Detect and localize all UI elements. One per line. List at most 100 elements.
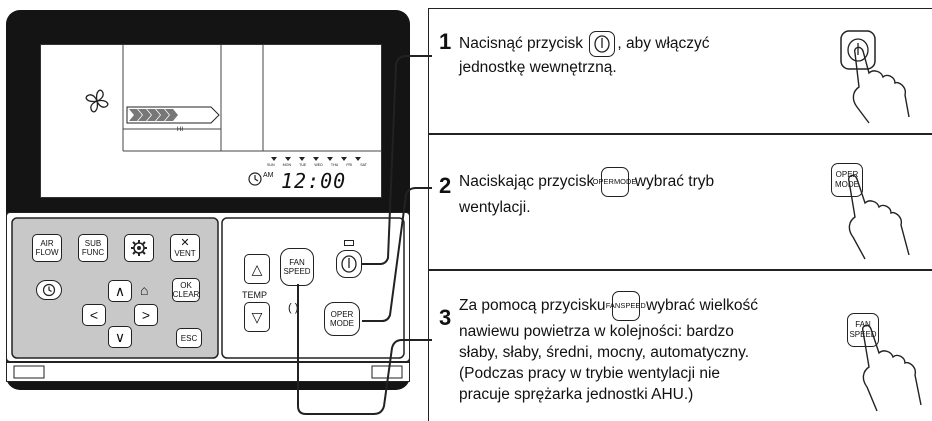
weekday-wed: WED: [314, 163, 323, 167]
clock-icon: [248, 172, 262, 186]
chevron-left-icon: <: [89, 306, 99, 323]
step-2-text: Naciskając przycisk OPER MODE wybrać try…: [459, 167, 819, 218]
lcd-display: HI SUN MON TUE WED THU FRI SAT AM 12:00: [40, 44, 382, 198]
step-1-text-before: Nacisnąć przycisk: [459, 35, 584, 53]
esc-button[interactable]: ESC: [176, 328, 202, 348]
ok-label: OK: [180, 281, 192, 290]
step-1-text: Nacisnąć przycisk , aby włączyć jednostk…: [459, 31, 819, 78]
fan-speed-label-2: SPEED: [283, 267, 311, 276]
step-3-text-before: Za pomocą przycisku: [459, 297, 606, 315]
step-3-line-1: nawiewu powietrza w kolejności: bardzo: [459, 323, 734, 340]
triangle-up-icon: △: [251, 260, 263, 277]
gear-icon: [131, 240, 147, 256]
weekday-markers-icon: [271, 157, 361, 161]
vent-button[interactable]: ✕ VENT: [170, 234, 200, 262]
callout-line-step-1: [362, 55, 432, 265]
chevron-down-icon: ∨: [114, 328, 126, 345]
power-icon: [341, 255, 357, 273]
chevron-up-icon: ∧: [114, 282, 126, 299]
vent-label: VENT: [174, 249, 196, 258]
step-3: 3 Za pomocą przycisku FAN SPEED wybrać w…: [428, 270, 932, 421]
oper-mode-button[interactable]: OPER MODE: [324, 302, 360, 336]
callout-line-step-3: [297, 284, 432, 415]
am-indicator: AM: [263, 172, 274, 179]
hand-pressing-power-icon: [840, 30, 910, 124]
fan-speed-button[interactable]: FAN SPEED: [280, 248, 314, 286]
weekday-fri: FRI: [346, 163, 353, 167]
step-2-text-before: Naciskając przycisk: [459, 173, 595, 191]
weekday-thu: THU: [330, 163, 339, 167]
step-2-hand-button-label-2: MODE: [835, 180, 859, 189]
step-1-text-line2: jednostkę wewnętrzną.: [459, 59, 617, 76]
step-2-oper-mode-button-icon: OPER MODE: [593, 167, 636, 197]
lcd-clock: 12:00: [281, 169, 347, 193]
step-1-text-after: , aby włączyć: [617, 35, 710, 53]
step-2-button-label-2: MODE: [613, 177, 637, 186]
lcd-graphics: [85, 45, 381, 186]
step-1-number: 1: [439, 29, 452, 54]
step-1: 1 Nacisnąć przycisk , aby włączyć jednos…: [428, 8, 932, 134]
oper-mode-label-2: MODE: [330, 319, 354, 328]
hand-pressing-oper-mode-icon: [847, 174, 910, 260]
fan-icon: [85, 89, 109, 113]
down-button[interactable]: ∨: [108, 326, 132, 348]
fan-speed-bar-icon: [126, 106, 220, 124]
step-3-line-4: pracuje sprężarka jednostki AHU.): [459, 386, 694, 403]
settings-button[interactable]: [124, 234, 154, 262]
power-button[interactable]: [336, 250, 362, 278]
step-1-power-button-icon: [589, 31, 616, 57]
step-3-button-label-2: SPEED: [620, 301, 646, 310]
step-2: 2 Naciskając przycisk OPER MODE wybrać t…: [428, 134, 932, 270]
callout-lines: [297, 55, 432, 415]
instruction-steps: 1 Nacisnąć przycisk , aby włączyć jednos…: [428, 0, 932, 421]
clear-label: CLEAR: [172, 290, 200, 299]
timer-button[interactable]: [36, 280, 62, 300]
hand-pressing-fan-speed-icon: [861, 324, 922, 412]
weekday-mon: MON: [282, 163, 292, 167]
weekday-tue: TUE: [299, 163, 307, 167]
fan-speed-label: HI: [177, 127, 183, 133]
air-flow-label-2: FLOW: [35, 248, 59, 257]
power-icon: [594, 35, 610, 53]
oper-mode-label-1: OPER: [330, 310, 354, 319]
sub-func-button[interactable]: SUB FUNC: [78, 234, 108, 262]
step-3-number: 3: [439, 305, 452, 330]
sub-func-label-1: SUB: [84, 239, 102, 248]
chevron-right-icon: >: [141, 306, 151, 323]
temp-down-button[interactable]: ▽: [244, 302, 270, 332]
temp-label: TEMP: [242, 290, 268, 300]
step-3-button-label-1: FAN: [605, 301, 621, 310]
step-2-text-after: wybrać tryb: [634, 173, 715, 191]
step-3-line-3: (Podczas pracy w trybie wentylacji nie: [459, 365, 721, 382]
weekday-labels: SUN MON TUE WED THU FRI SAT: [267, 163, 367, 167]
temp-up-button[interactable]: △: [244, 254, 270, 284]
wired-remote-controller: HI SUN MON TUE WED THU FRI SAT AM 12:00 …: [0, 0, 432, 421]
right-button[interactable]: >: [134, 304, 158, 326]
fan-speed-label-1: FAN: [289, 258, 305, 267]
controller-lower-panel: AIR FLOW SUB FUNC ✕ VENT ∧ ⌂ OK CLEAR < …: [6, 212, 410, 382]
ok-clear-button[interactable]: OK CLEAR: [172, 278, 200, 302]
step-2-number: 2: [439, 173, 452, 198]
vent-icon: ✕: [180, 237, 190, 249]
weekday-sun: SUN: [267, 163, 275, 167]
triangle-down-icon: ▽: [251, 308, 263, 325]
sub-func-label-2: FUNC: [81, 248, 105, 257]
step-3-hand-button-label-1: FAN: [855, 320, 871, 329]
sensor-icon: ( ): [288, 302, 299, 314]
home-icon: ⌂: [140, 282, 149, 298]
step-3-line-2: słaby, słaby, średni, mocny, automatyczn…: [459, 344, 750, 361]
air-flow-button[interactable]: AIR FLOW: [32, 234, 62, 262]
power-indicator-led: [344, 240, 354, 246]
clock-icon: [42, 283, 56, 297]
step-3-text: Za pomocą przycisku FAN SPEED wybrać wie…: [459, 291, 839, 405]
up-button[interactable]: ∧: [108, 280, 132, 302]
air-flow-label-1: AIR: [40, 239, 54, 248]
step-2-button-label-1: OPER: [592, 177, 614, 186]
left-button[interactable]: <: [82, 304, 106, 326]
weekday-sat: SAT: [360, 163, 367, 167]
esc-label: ESC: [180, 333, 198, 343]
callout-line-step-2: [362, 187, 432, 322]
step-2-hand-button-label-1: OPER: [835, 170, 859, 179]
step-2-text-line2: wentylacji.: [459, 199, 531, 216]
step-3-fan-speed-button-icon: FAN SPEED: [606, 291, 646, 321]
